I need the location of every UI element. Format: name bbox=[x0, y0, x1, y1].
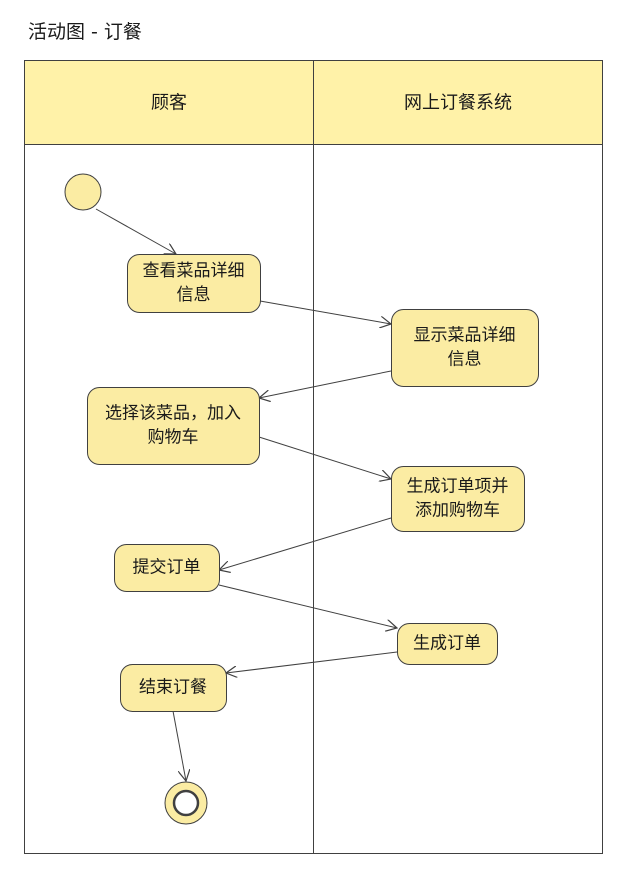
initial-node-circle bbox=[64, 173, 102, 211]
final-node bbox=[164, 781, 208, 825]
action-label-show-line-1: 信息 bbox=[448, 350, 482, 370]
action-label-select-line-1: 购物车 bbox=[148, 428, 199, 448]
nodes-layer: 查看菜品详细信息显示菜品详细信息选择该菜品，加入购物车生成订单项并添加购物车提交… bbox=[64, 173, 539, 825]
action-label-view-line-1: 信息 bbox=[177, 285, 211, 305]
action-node-end_order: 结束订餐 bbox=[120, 664, 227, 712]
lane-label-system: 网上订餐系统 bbox=[404, 93, 512, 114]
action-node-submit: 提交订单 bbox=[114, 544, 220, 592]
action-box-gen_item bbox=[391, 466, 525, 532]
arrow-view-to-show bbox=[259, 300, 391, 324]
action-node-gen_order: 生成订单 bbox=[397, 623, 498, 665]
action-label-gen_item-line-1: 添加购物车 bbox=[415, 501, 500, 521]
action-box-select bbox=[87, 387, 260, 465]
initial-node bbox=[64, 173, 102, 211]
action-box-submit bbox=[114, 544, 220, 592]
action-label-gen_order-line-0: 生成订单 bbox=[413, 634, 481, 654]
lane-body-customer bbox=[24, 144, 314, 854]
arrow-end_order-to-final bbox=[172, 710, 186, 781]
arrow-gen_item-to-submit bbox=[219, 517, 392, 570]
action-box-show bbox=[391, 309, 539, 387]
edges-layer bbox=[95, 208, 398, 781]
action-box-view bbox=[127, 254, 261, 313]
action-label-show-line-0: 显示菜品详细 bbox=[414, 326, 516, 346]
arrow-submit-to-gen_order bbox=[218, 584, 397, 628]
arrow-show-to-select bbox=[259, 370, 392, 398]
action-label-submit-line-0: 提交订单 bbox=[133, 558, 201, 578]
action-label-view-line-0: 查看菜品详细 bbox=[143, 261, 245, 281]
action-label-gen_item-line-0: 生成订单项并 bbox=[407, 477, 509, 497]
action-box-end_order bbox=[120, 664, 227, 712]
action-label-end_order-line-0: 结束订餐 bbox=[139, 678, 207, 698]
page-title: 活动图 - 订餐 bbox=[28, 21, 142, 43]
arrow-start-to-view bbox=[95, 208, 176, 254]
arrow-select-to-gen_item bbox=[258, 436, 391, 479]
action-label-select-line-0: 选择该菜品，加入 bbox=[105, 404, 241, 424]
final-node-inner-circle bbox=[172, 789, 200, 817]
action-box-gen_order bbox=[397, 623, 498, 665]
arrow-gen_order-to-end_order bbox=[226, 651, 398, 673]
lane-label-customer: 顾客 bbox=[151, 93, 187, 114]
